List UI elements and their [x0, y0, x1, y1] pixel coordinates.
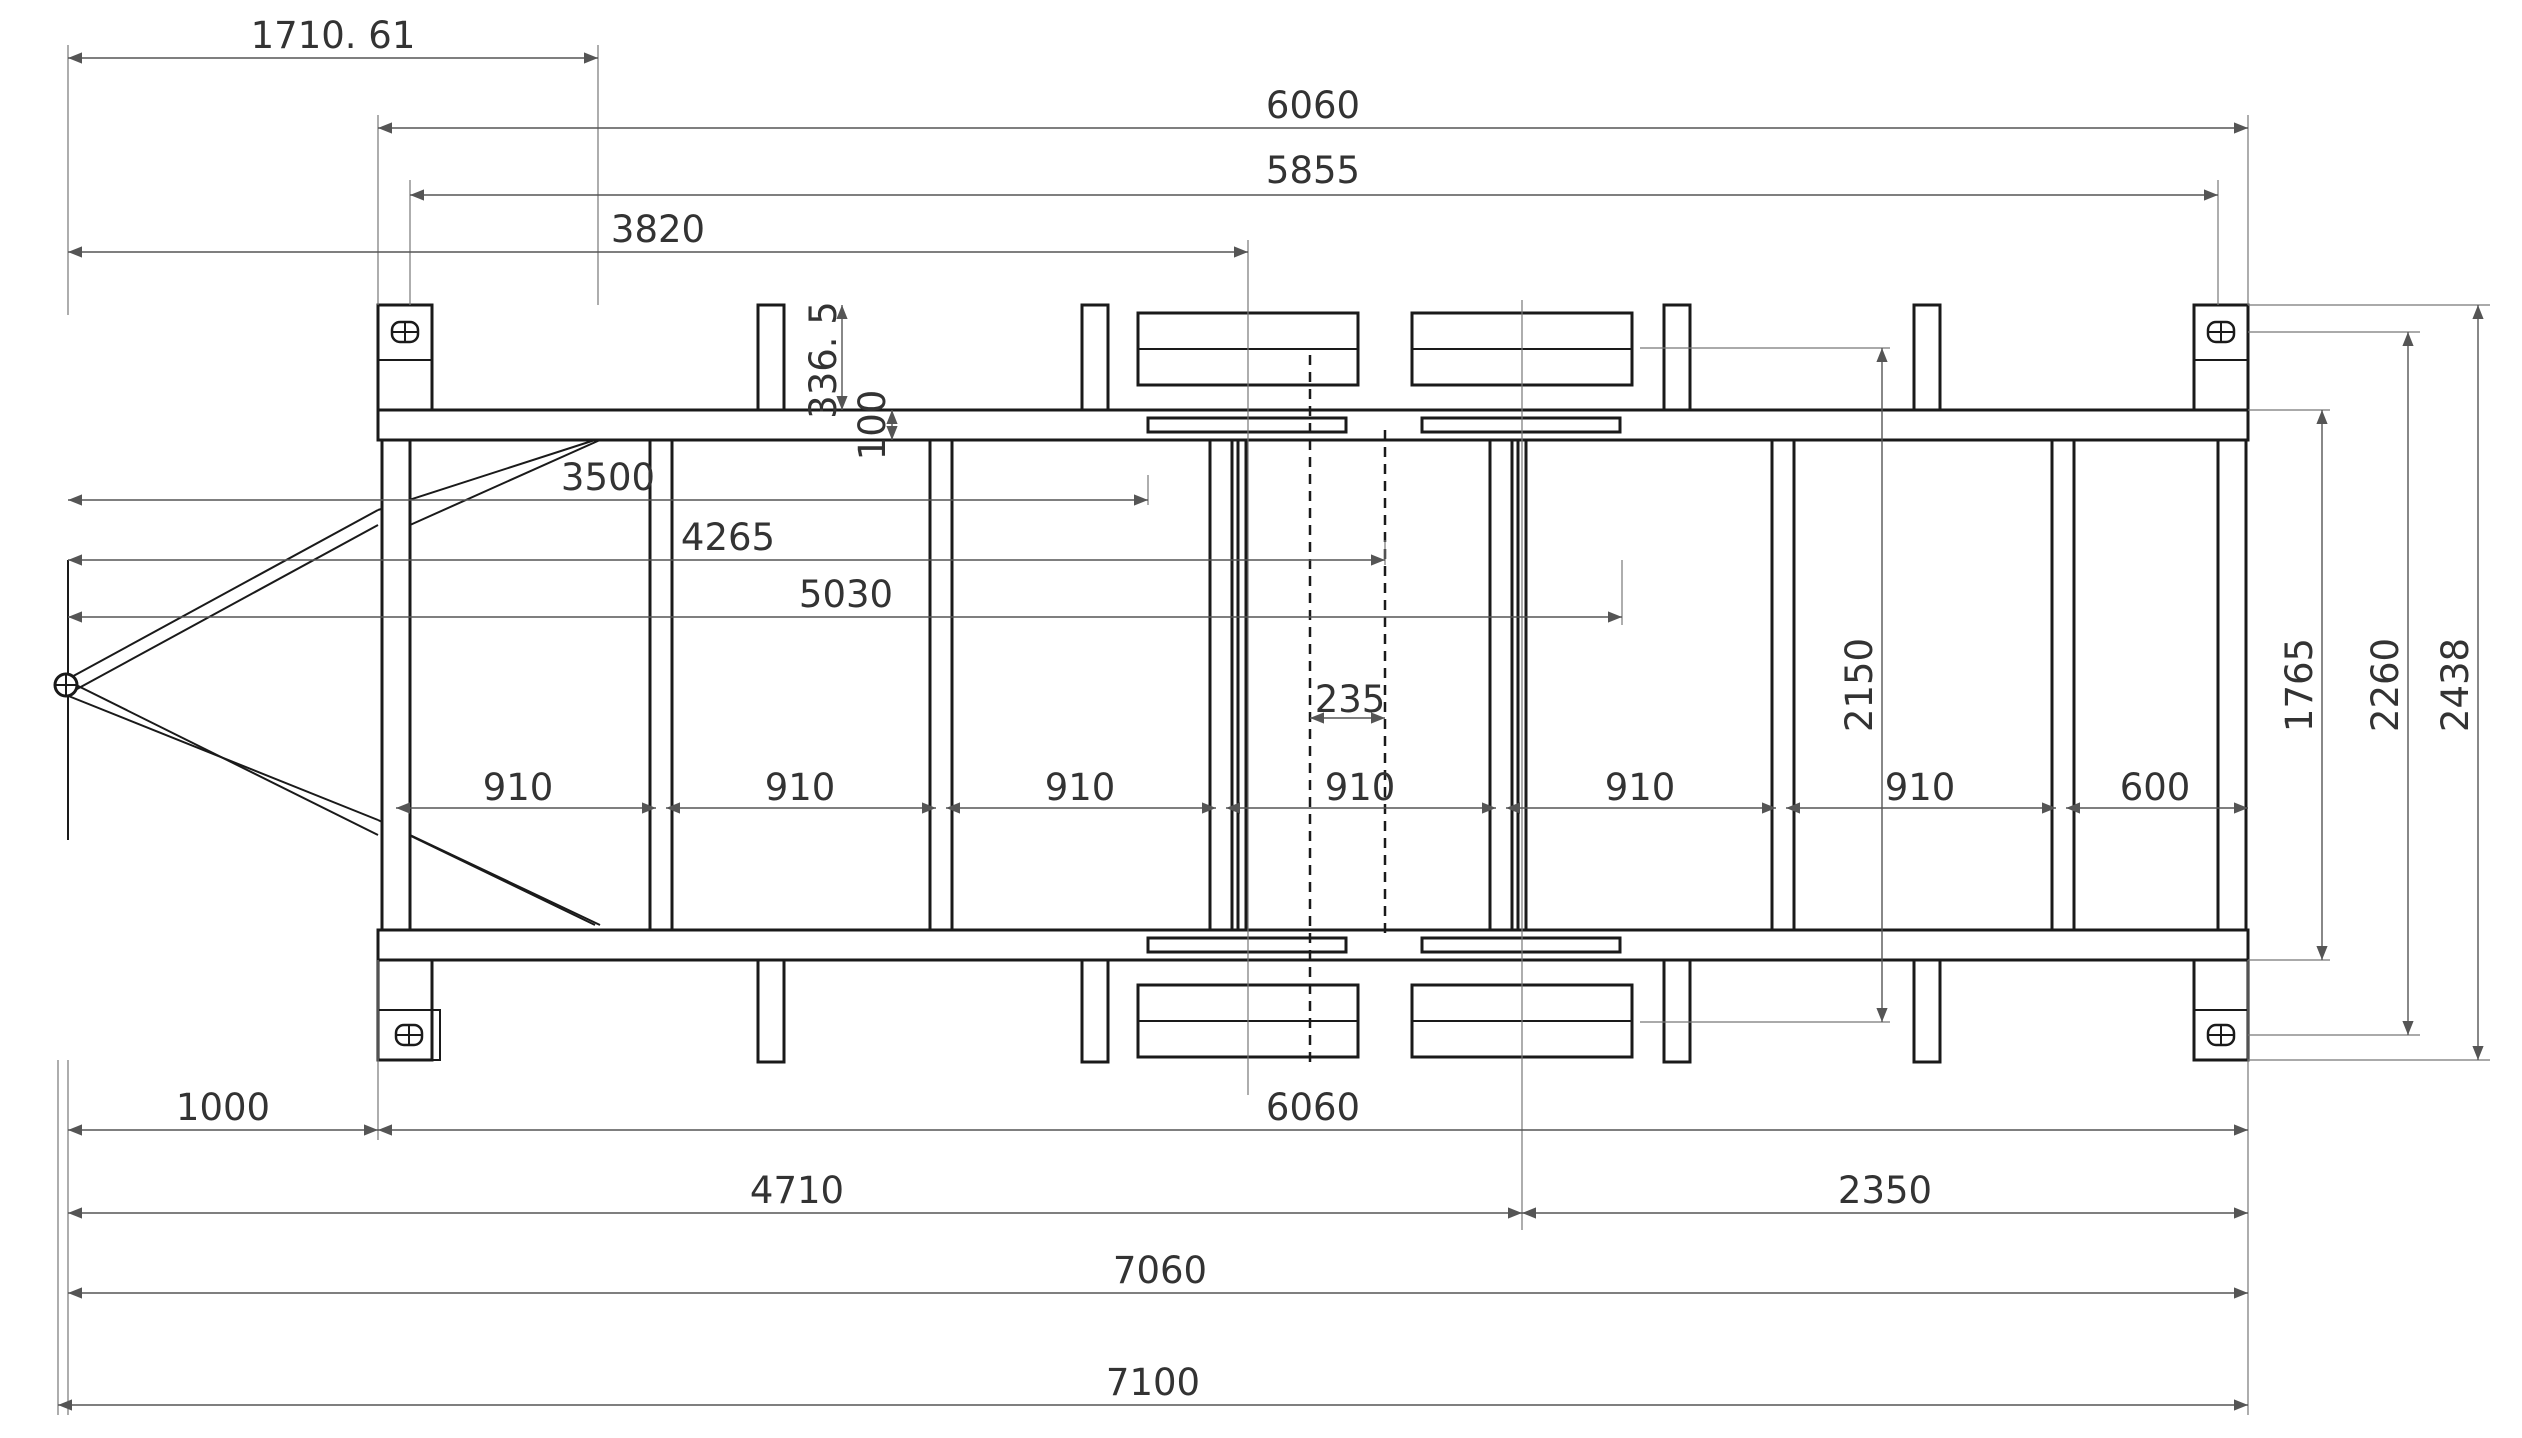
twist-lock-icon	[2206, 320, 2236, 344]
outriggers-top	[756, 303, 1942, 412]
dim-label-4265: 4265	[681, 516, 775, 559]
dim-label-5855: 5855	[1266, 149, 1360, 192]
dim-label-2150: 2150	[1838, 638, 1881, 732]
dim-label-7100: 7100	[1106, 1361, 1200, 1404]
side-rail-top	[376, 408, 2250, 442]
dim-label-spacing: 910	[1605, 766, 1676, 809]
outriggers-bottom	[756, 958, 1942, 1064]
trailer-structure	[53, 303, 2250, 1064]
dimension-lines	[58, 52, 2484, 1411]
dim-label-235: 235	[1315, 678, 1386, 721]
dim-label-7060: 7060	[1113, 1249, 1207, 1292]
dim-label-1765: 1765	[2278, 638, 2321, 732]
twist-lock-icon	[390, 320, 420, 344]
dim-label-spacing: 910	[483, 766, 554, 809]
extension-lines	[57, 45, 2490, 1415]
dim-label-336: 336. 5	[802, 301, 845, 419]
dim-label-1710: 1710. 61	[251, 14, 416, 57]
dim-label-spacing: 600	[2120, 766, 2191, 809]
dim-label-spacing: 910	[1045, 766, 1116, 809]
dim-label-6060-top: 6060	[1266, 84, 1360, 127]
dim-label-2350: 2350	[1838, 1169, 1932, 1212]
dim-label-spacing: 910	[765, 766, 836, 809]
dim-label-100: 100	[851, 390, 894, 461]
dim-label-spacing: 910	[1885, 766, 1956, 809]
drawbar	[53, 439, 601, 926]
dimension-labels: 1710. 61 6060 5855 3820 336. 5 100 3500 …	[176, 14, 2477, 1404]
dim-label-5030: 5030	[799, 573, 893, 616]
dim-label-1000: 1000	[176, 1086, 270, 1129]
twist-lock-icon	[2206, 1023, 2236, 1047]
dim-label-2260: 2260	[2364, 638, 2407, 732]
twist-lock-corners	[376, 303, 2250, 1062]
dim-label-3820: 3820	[611, 208, 705, 251]
dim-label-3500: 3500	[561, 456, 655, 499]
dim-label-4710: 4710	[750, 1169, 844, 1212]
leaf-springs	[1146, 416, 1622, 954]
dim-label-spacing: 910	[1325, 766, 1396, 809]
dim-label-2438: 2438	[2434, 638, 2477, 732]
twist-lock-icon	[394, 1023, 424, 1047]
dim-label-6060-bottom: 6060	[1266, 1086, 1360, 1129]
